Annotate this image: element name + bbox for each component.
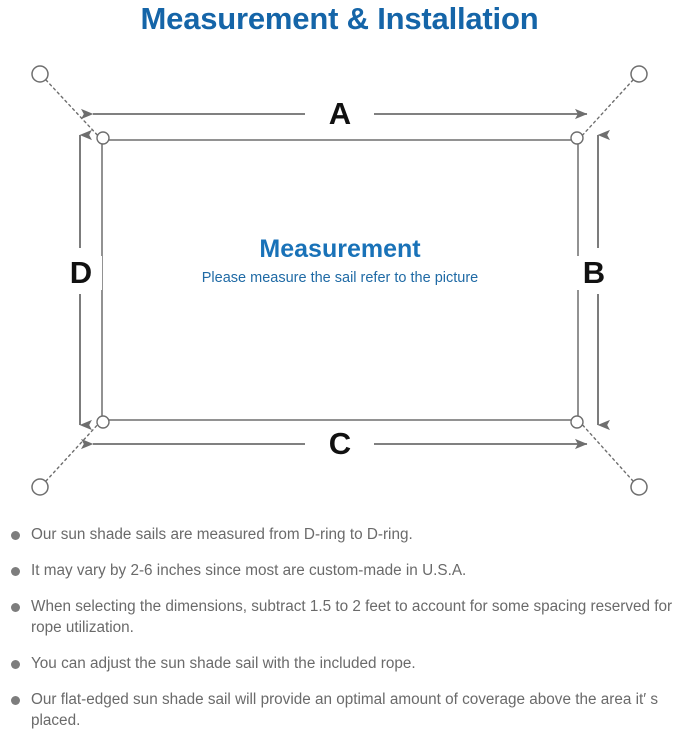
sail-subheading: Please measure the sail refer to the pic… xyxy=(201,270,479,286)
dimension-label-a: A xyxy=(312,97,368,131)
note-item: When selecting the dimensions, subtract … xyxy=(0,596,679,638)
d-rings xyxy=(96,131,584,429)
measurement-diagram: A B C D Measurement Please measure the s… xyxy=(0,44,679,522)
page-title: Measurement & Installation xyxy=(140,1,539,36)
anchor-point-bottom-right xyxy=(630,478,648,496)
rope-top-right xyxy=(578,79,634,140)
note-item: It may vary by 2-6 inches since most are… xyxy=(0,560,679,581)
bullet-icon xyxy=(11,696,20,705)
rope-bottom-right xyxy=(578,420,634,482)
note-text: You can adjust the sun shade sail with t… xyxy=(31,655,416,672)
bullet-icon xyxy=(11,531,20,540)
d-ring-top-left xyxy=(96,131,110,145)
d-ring-bottom-right xyxy=(570,415,584,429)
anchor-point-top-right xyxy=(630,65,648,83)
diagram-canvas xyxy=(31,65,648,496)
dimension-label-c: C xyxy=(312,427,368,461)
anchor-point-top-left xyxy=(31,65,49,83)
notes-list: Our sun shade sails are measured from D-… xyxy=(0,524,679,746)
rope-top-left xyxy=(45,79,102,140)
note-item: You can adjust the sun shade sail with t… xyxy=(0,653,679,674)
d-ring-top-right xyxy=(570,131,584,145)
note-item: Our sun shade sails are measured from D-… xyxy=(0,524,679,545)
note-text: It may vary by 2-6 inches since most are… xyxy=(31,562,467,579)
anchor-points xyxy=(31,65,648,496)
note-text: Our flat-edged sun shade sail will provi… xyxy=(31,691,659,729)
rope-lines xyxy=(45,79,634,482)
sail-center-text: Measurement Please measure the sail refe… xyxy=(110,234,570,288)
dimension-label-b: B xyxy=(573,256,615,290)
bullet-icon xyxy=(11,567,20,576)
rope-bottom-left xyxy=(45,420,102,482)
note-item: Our flat-edged sun shade sail will provi… xyxy=(0,689,679,731)
anchor-point-bottom-left xyxy=(31,478,49,496)
dimension-label-d: D xyxy=(60,256,102,290)
note-text: Our sun shade sails are measured from D-… xyxy=(31,526,413,543)
d-ring-bottom-left xyxy=(96,415,110,429)
bullet-icon xyxy=(11,603,20,612)
bullet-icon xyxy=(11,660,20,669)
note-text: When selecting the dimensions, subtract … xyxy=(31,598,673,636)
sail-heading: Measurement xyxy=(259,235,421,263)
